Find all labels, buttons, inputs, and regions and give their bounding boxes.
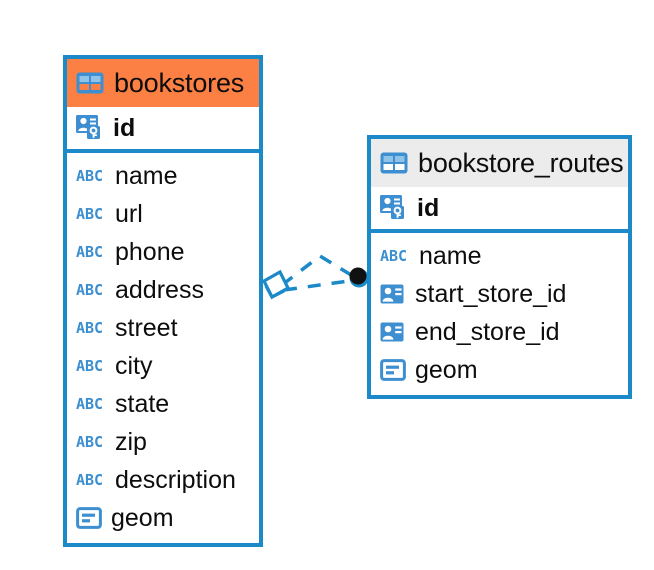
abc-icon: ABC — [76, 167, 104, 185]
field-row[interactable]: ABC phone — [67, 233, 259, 271]
field-row[interactable]: ABC description — [67, 461, 259, 499]
abc-icon: ABC — [76, 205, 104, 223]
abc-icon: ABC — [380, 247, 408, 265]
field-label: name — [419, 241, 482, 270]
abc-icon: ABC — [76, 433, 104, 451]
foreign-key-icon — [380, 322, 404, 341]
filled-circle-marker — [349, 267, 369, 288]
field-label: zip — [115, 427, 147, 456]
abc-icon: ABC — [76, 395, 104, 413]
geometry-icon — [380, 359, 406, 381]
abc-icon: ABC — [76, 319, 104, 337]
field-row[interactable]: ABC name — [67, 157, 259, 195]
field-label: state — [115, 389, 170, 418]
field-row[interactable]: ABC name — [371, 237, 628, 275]
field-row[interactable]: ABC street — [67, 309, 259, 347]
primary-key-label: id — [113, 113, 136, 142]
field-label: description — [115, 465, 236, 494]
field-label: geom — [415, 355, 478, 384]
geometry-icon — [76, 507, 102, 529]
primary-key-label: id — [417, 193, 440, 222]
field-label: name — [115, 161, 178, 190]
relationship-line-upper — [280, 253, 357, 287]
field-row[interactable]: ABC zip — [67, 423, 259, 461]
entity-bookstores[interactable]: bookstores id ABC name ABC — [63, 55, 263, 547]
abc-icon: ABC — [76, 357, 104, 375]
abc-icon: ABC — [76, 243, 104, 261]
field-label: address — [115, 275, 204, 304]
relationship-line-lower — [283, 278, 357, 292]
entity-header-bookstores[interactable]: bookstores — [67, 59, 259, 107]
field-row[interactable]: start_store_id — [371, 275, 628, 313]
field-row[interactable]: end_store_id — [371, 313, 628, 351]
field-list-bookstore-routes: ABC name start_store_id — [371, 233, 628, 395]
field-label: city — [115, 351, 153, 380]
abc-icon: ABC — [76, 471, 104, 489]
primary-key-icon — [380, 195, 404, 219]
field-label: geom — [111, 503, 174, 532]
table-icon — [76, 72, 104, 94]
field-row[interactable]: geom — [67, 499, 259, 537]
field-label: start_store_id — [415, 279, 567, 308]
field-row[interactable]: geom — [371, 351, 628, 389]
entity-header-bookstore-routes[interactable]: bookstore_routes — [371, 139, 628, 187]
primary-key-icon — [76, 115, 100, 139]
table-icon — [380, 152, 408, 174]
primary-key-row[interactable]: id — [67, 107, 259, 153]
field-label: url — [115, 199, 143, 228]
entity-bookstore-routes[interactable]: bookstore_routes id ABC name — [367, 135, 632, 399]
field-label: end_store_id — [415, 317, 560, 346]
entity-title: bookstores — [114, 67, 245, 98]
field-row[interactable]: ABC url — [67, 195, 259, 233]
field-label: phone — [115, 237, 185, 266]
field-list-bookstores: ABC name ABC url ABC phone ABC address A… — [67, 153, 259, 543]
abc-icon: ABC — [76, 281, 104, 299]
primary-key-row[interactable]: id — [371, 187, 628, 233]
diamond-marker — [261, 269, 291, 300]
field-row[interactable]: ABC state — [67, 385, 259, 423]
field-label: street — [115, 313, 178, 342]
field-row[interactable]: ABC city — [67, 347, 259, 385]
foreign-key-icon — [380, 284, 404, 303]
entity-title: bookstore_routes — [418, 147, 624, 178]
field-row[interactable]: ABC address — [67, 271, 259, 309]
